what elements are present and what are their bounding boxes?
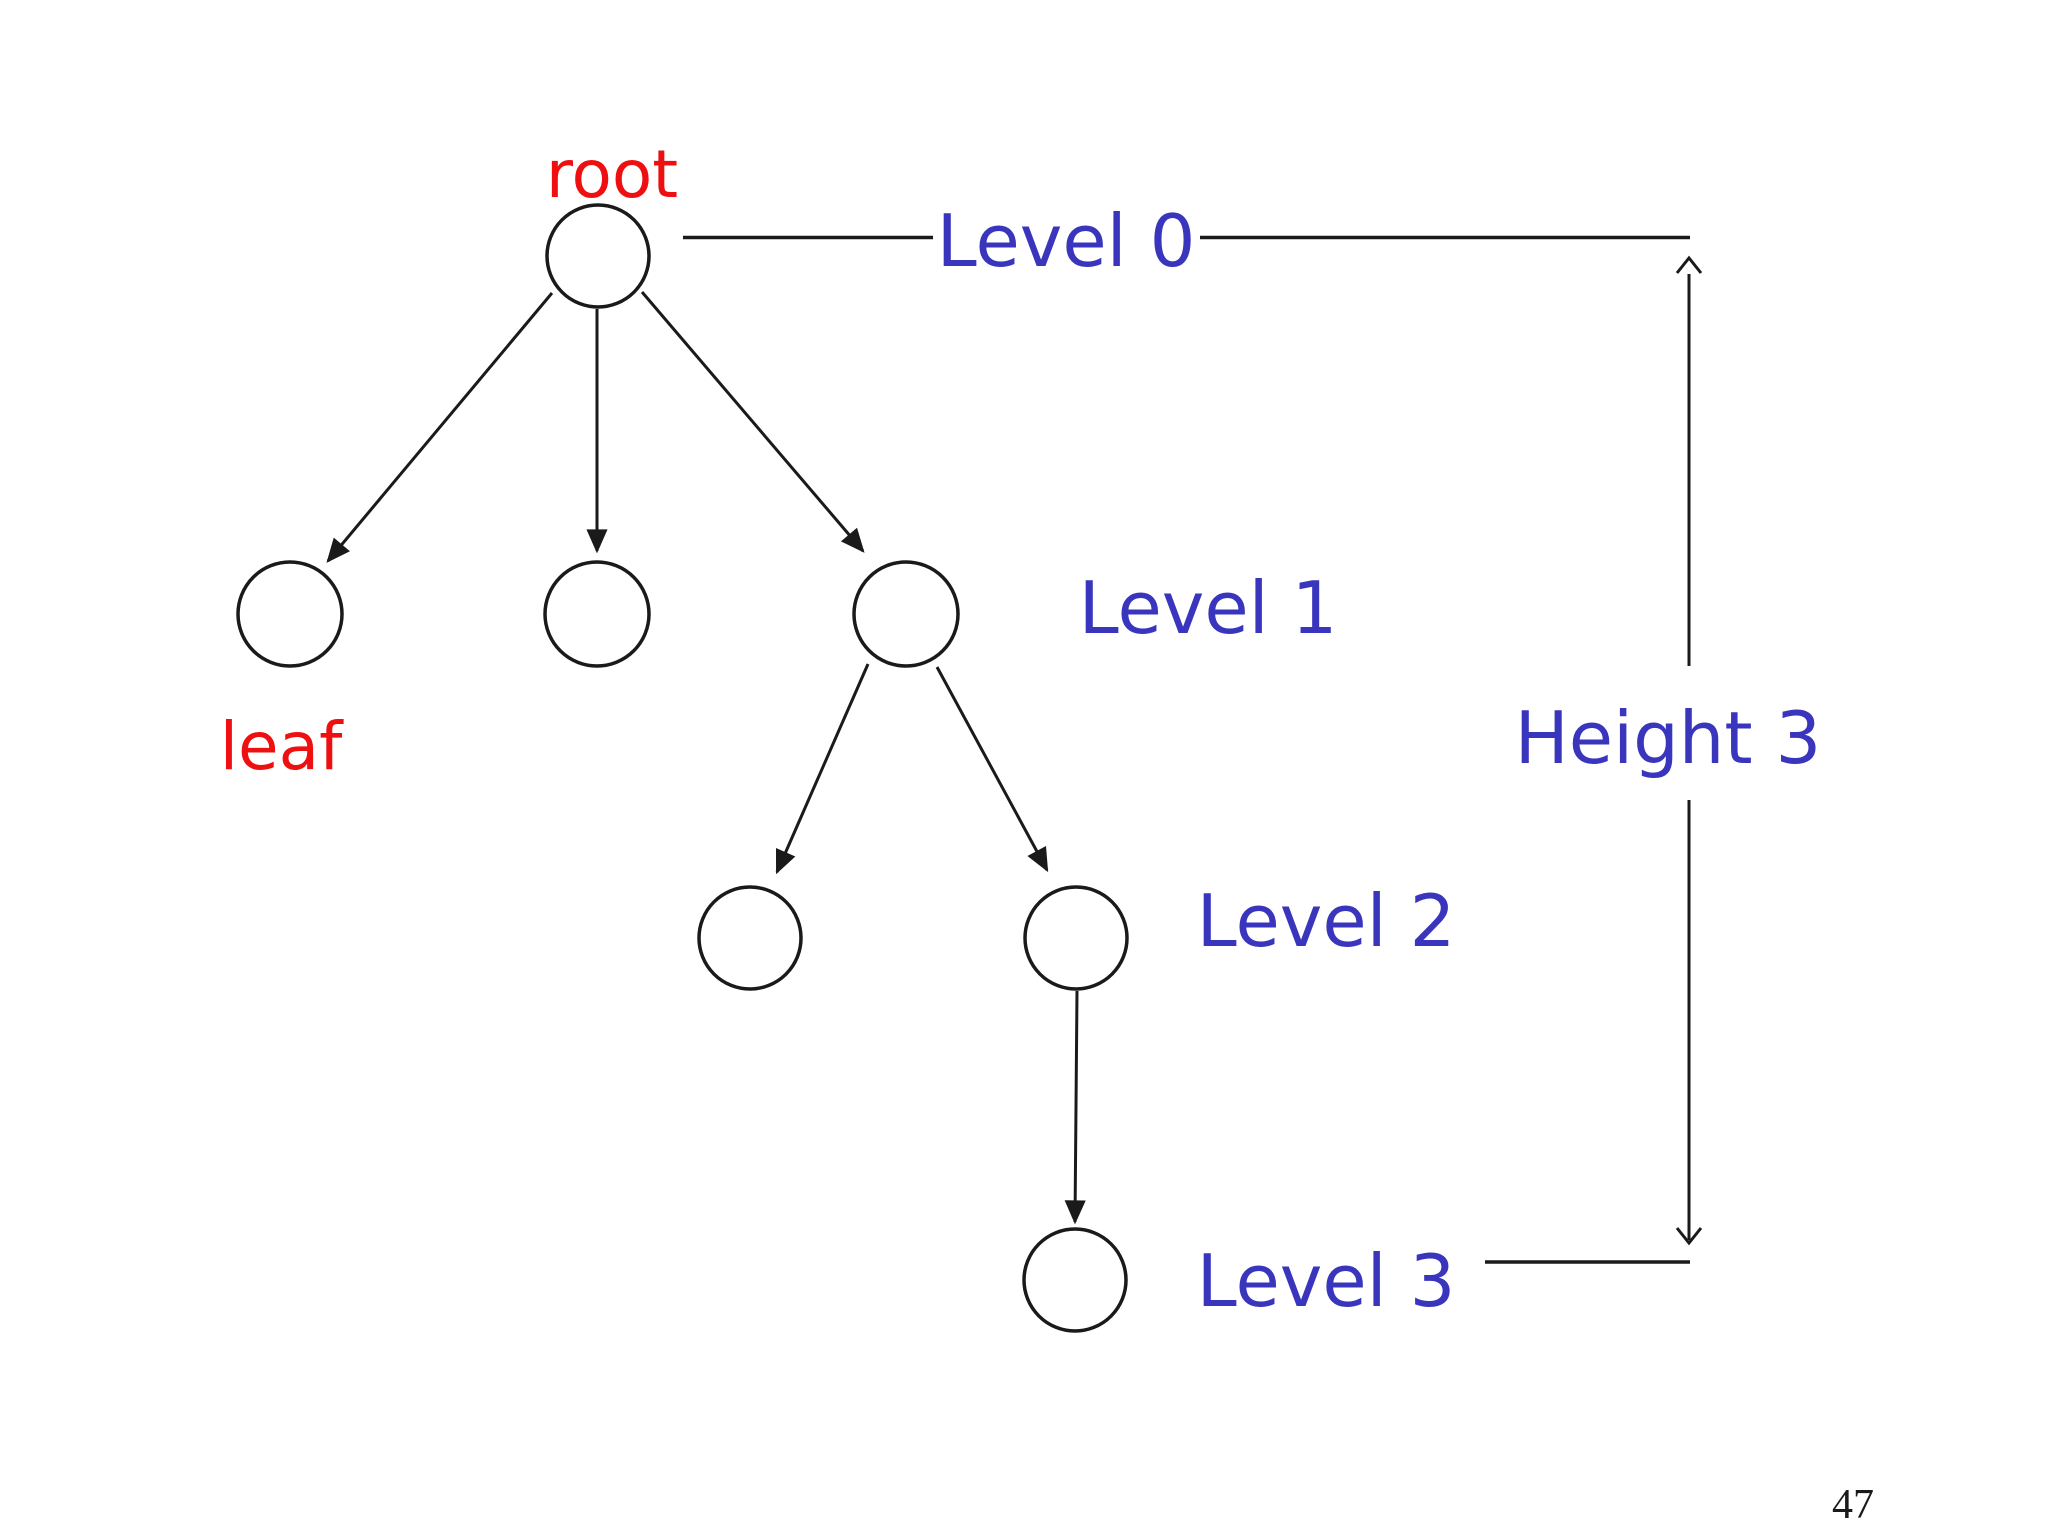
node-level3 <box>1022 1227 1128 1333</box>
edge-root-to-right-child <box>640 291 865 553</box>
arrow-up-icon <box>1675 255 1703 274</box>
height-label: Height 3 <box>1515 696 1822 780</box>
edge-n3-to-left-child <box>775 663 870 875</box>
level0-label: Level 0 <box>937 199 1196 283</box>
node-level1-right <box>852 560 960 668</box>
level3-label: Level 3 <box>1197 1239 1456 1323</box>
height-measure-arrow <box>1675 255 1703 1246</box>
page-number: 47 <box>1832 1482 1874 1528</box>
diagram-labels: root leaf Level 0 Level 1 Level 2 Level … <box>220 136 1874 1528</box>
node-root <box>545 203 651 309</box>
arrow-down-icon <box>1675 1227 1703 1246</box>
leaf-label: leaf <box>220 708 344 785</box>
level2-label: Level 2 <box>1197 879 1456 963</box>
level-guide-lines <box>683 235 1690 1264</box>
node-level1-middle <box>543 560 651 668</box>
node-level2-right <box>1023 885 1129 991</box>
edge-n3-to-right-child <box>935 666 1049 873</box>
edge-root-to-left-leaf <box>326 292 554 563</box>
node-level1-left <box>236 560 344 668</box>
tree-edges <box>326 291 1086 1225</box>
node-level2-left <box>697 885 803 991</box>
level1-label: Level 1 <box>1079 566 1338 650</box>
tree-nodes <box>236 203 1129 1333</box>
edge-n5-to-bottom-child <box>1064 990 1086 1225</box>
root-label: root <box>546 136 678 213</box>
